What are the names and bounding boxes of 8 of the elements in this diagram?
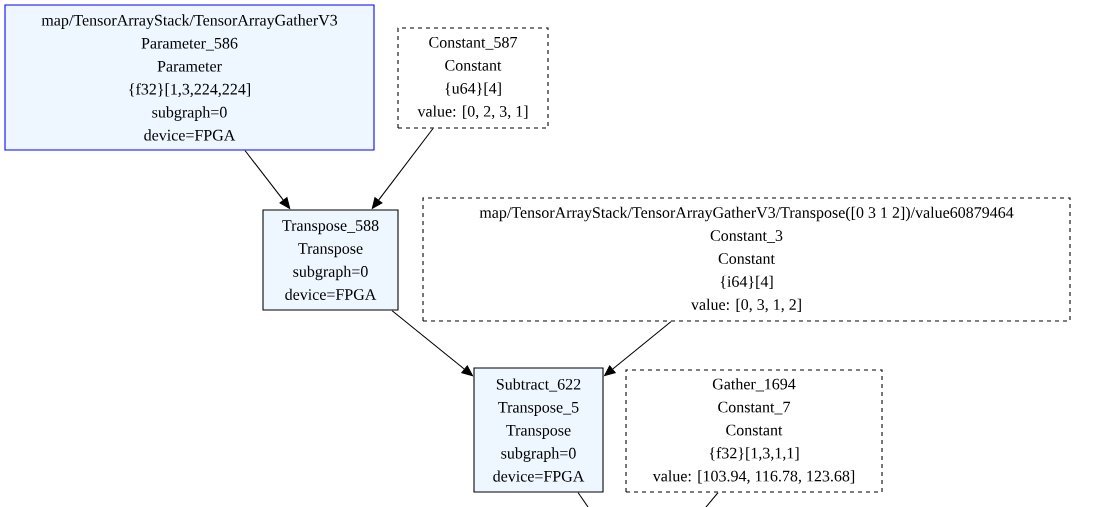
node-box: Constant_587 Constant {u64}[4] value: [0, 2, 3, 1] [397, 27, 549, 129]
connector-line [577, 492, 589, 507]
node-box: Transpose_588 Transpose subgraph=0 device=FPGA [262, 209, 399, 311]
node-box: Subtract_622 Transpose_5 Transpose subgraph=0 device=FPGA [473, 367, 604, 493]
connector-line [705, 492, 719, 507]
node-box: map/TensorArrayStack/TensorArrayGatherV3/Transpose([0 3 1 2])/value60879464 Constant_3 Constant {i64}[4] value: [0, 3, 1, 2] [422, 197, 1071, 322]
node-box: Gather_1694 Constant_7 Constant {f32}[1,3,1,1] value: [103.94, 116.78, 123.68] [625, 369, 883, 493]
node-box: map/TensorArrayStack/TensorArrayGatherV3 Parameter_586 Parameter {f32}[1,3,224,224] subgraph=0 device=FPGA [4, 4, 375, 151]
